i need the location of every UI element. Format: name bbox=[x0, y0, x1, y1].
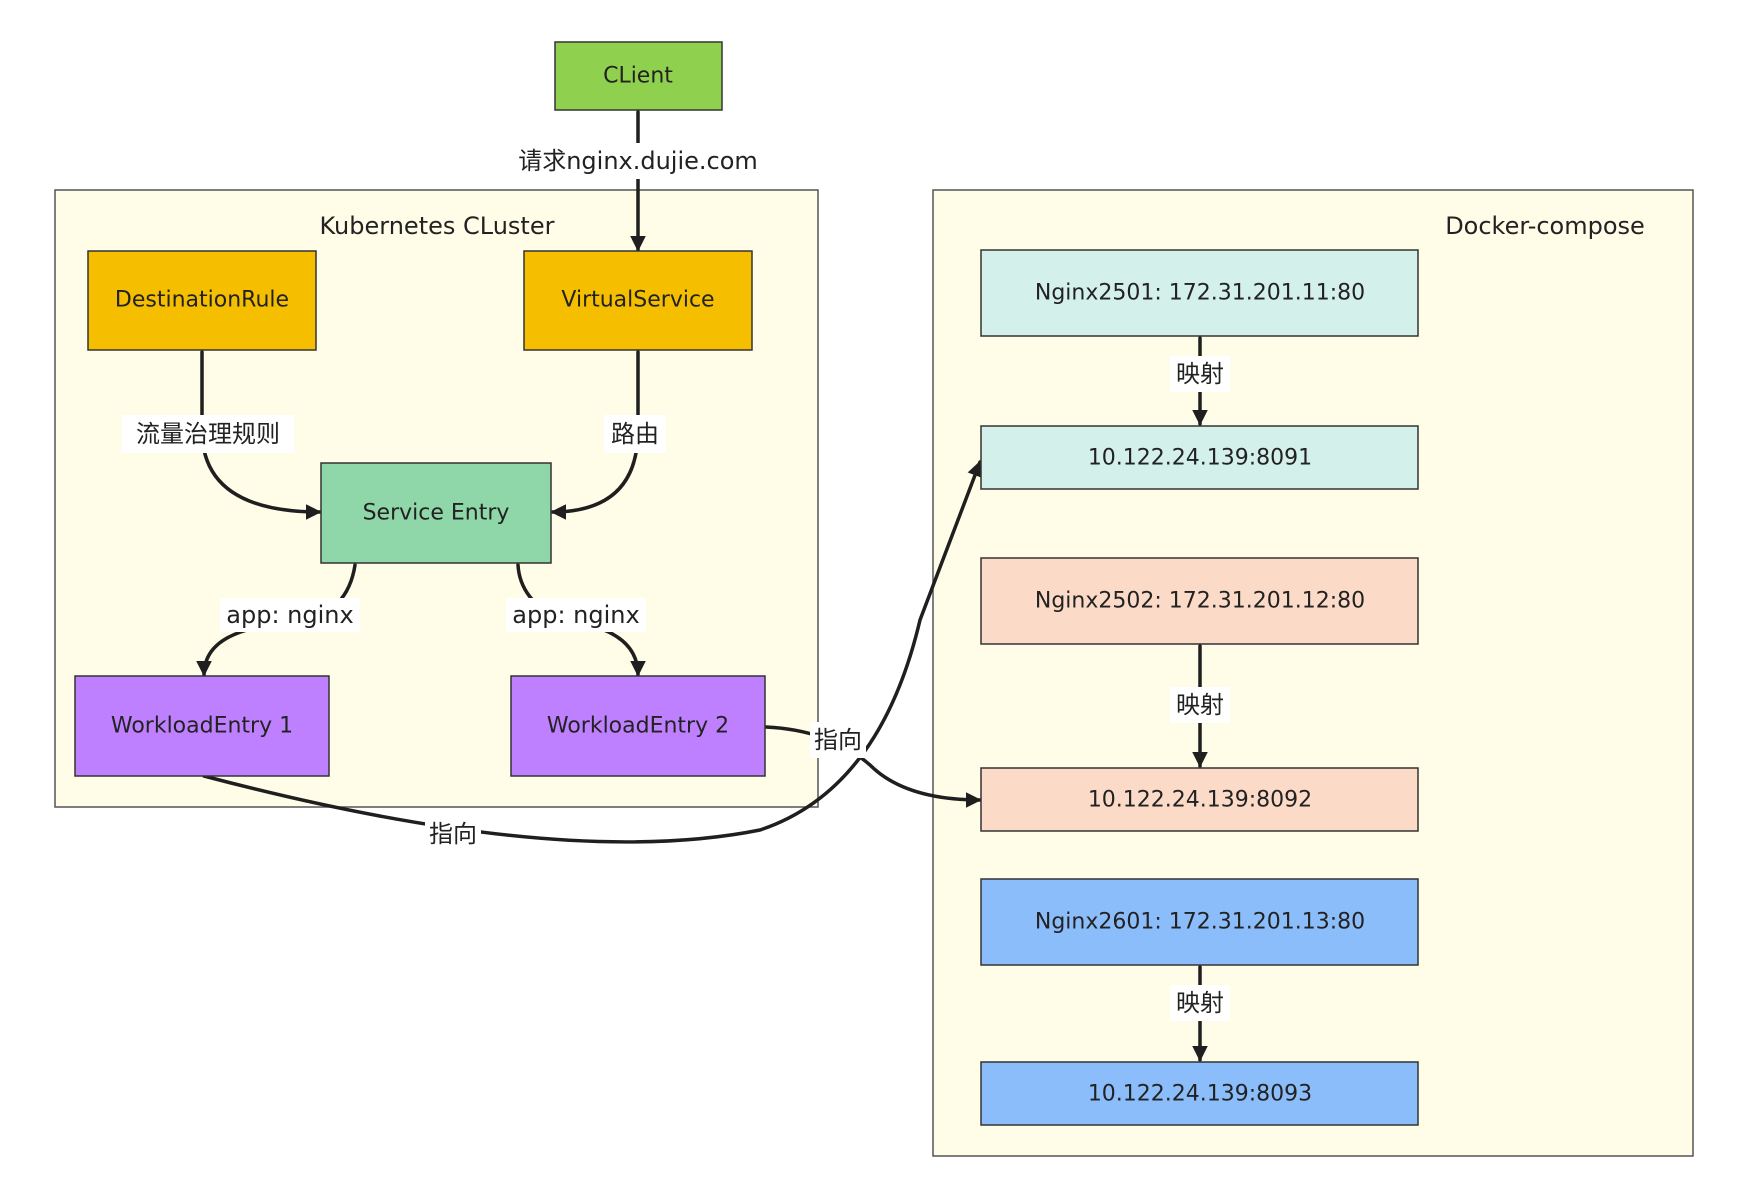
edge-label-bg bbox=[1170, 985, 1230, 1021]
edge-label-points-to-1: 指向 bbox=[425, 816, 481, 852]
destinationrule-label: DestinationRule bbox=[115, 288, 289, 313]
edge-label-bg bbox=[506, 598, 646, 632]
workloadentry-2-node: WorkloadEntry 2 bbox=[510, 675, 766, 777]
edge-label-points-to-2: 指向 bbox=[810, 722, 866, 758]
serviceentry-node: Service Entry bbox=[320, 462, 552, 564]
nginx2502-label: Nginx2502: 172.31.201.12:80 bbox=[1035, 589, 1365, 614]
edge-label-text: 请求nginx.dujie.com bbox=[518, 147, 758, 175]
host-8092-label: 10.122.24.139:8092 bbox=[1088, 788, 1312, 813]
nodes: CLient DestinationRule VirtualService Se… bbox=[74, 41, 1419, 1126]
nginx2601-label: Nginx2601: 172.31.201.13:80 bbox=[1035, 910, 1365, 935]
host-8092-node: 10.122.24.139:8092 bbox=[980, 767, 1419, 832]
edge-workload1-to-host8091 bbox=[202, 460, 983, 844]
edge-label-mapping-2601: 映射 bbox=[1170, 985, 1230, 1021]
edge-label-text: 指向 bbox=[814, 726, 862, 754]
workloadentry-1-label: WorkloadEntry 1 bbox=[111, 714, 293, 739]
kubernetes-cluster-title: Kubernetes CLuster bbox=[320, 212, 555, 240]
edge-label-bg bbox=[604, 415, 666, 453]
edge-label-text: app: nginx bbox=[512, 601, 639, 629]
edge-label-mapping-2502: 映射 bbox=[1170, 687, 1230, 723]
virtualservice-label: VirtualService bbox=[561, 288, 714, 313]
docker-compose-cluster-box bbox=[932, 189, 1694, 1157]
edge-label-bg bbox=[220, 598, 360, 632]
host-8091-node: 10.122.24.139:8091 bbox=[980, 425, 1419, 490]
edge-workload2-to-host8092 bbox=[764, 725, 982, 808]
workloadentry-1-node: WorkloadEntry 1 bbox=[74, 675, 330, 777]
host-8093-label: 10.122.24.139:8093 bbox=[1088, 1082, 1312, 1107]
client-node: CLient bbox=[554, 41, 723, 111]
workloadentry-2-label: WorkloadEntry 2 bbox=[547, 714, 729, 739]
workloadentry-2-box bbox=[510, 675, 766, 777]
edge-label-client-request: 请求nginx.dujie.com bbox=[506, 143, 770, 179]
nginx2501-node: Nginx2501: 172.31.201.11:80 bbox=[980, 249, 1419, 337]
workloadentry-1-box bbox=[74, 675, 330, 777]
host-8093-node: 10.122.24.139:8093 bbox=[980, 1061, 1419, 1126]
edge-label-routing: 路由 bbox=[604, 415, 666, 453]
edge-label-traffic-rules: 流量治理规则 bbox=[122, 415, 294, 453]
virtualservice-box bbox=[523, 250, 753, 351]
nginx2601-node: Nginx2601: 172.31.201.13:80 bbox=[980, 878, 1419, 966]
host-8092-box bbox=[980, 767, 1419, 832]
client-label: CLient bbox=[603, 64, 673, 89]
host-8091-box bbox=[980, 425, 1419, 490]
serviceentry-label: Service Entry bbox=[363, 501, 510, 526]
edge-label-app-nginx-2: app: nginx bbox=[506, 598, 646, 632]
edge-label-bg bbox=[1170, 687, 1230, 723]
nginx2502-box bbox=[980, 557, 1419, 645]
edge-label-text: 映射 bbox=[1176, 691, 1224, 719]
virtualservice-node: VirtualService bbox=[523, 250, 753, 351]
edge-label-bg bbox=[506, 143, 770, 179]
edge-label-text: 指向 bbox=[429, 820, 477, 848]
edge-label-text: 映射 bbox=[1176, 989, 1224, 1017]
client-box bbox=[554, 41, 723, 111]
edge-label-bg bbox=[810, 722, 866, 758]
serviceentry-box bbox=[320, 462, 552, 564]
host-8091-label: 10.122.24.139:8091 bbox=[1088, 446, 1312, 471]
edge-label-text: app: nginx bbox=[226, 601, 353, 629]
nginx2601-box bbox=[980, 878, 1419, 966]
destinationrule-box bbox=[87, 250, 317, 351]
host-8093-box bbox=[980, 1061, 1419, 1126]
nginx2502-node: Nginx2502: 172.31.201.12:80 bbox=[980, 557, 1419, 645]
destinationrule-node: DestinationRule bbox=[87, 250, 317, 351]
docker-compose-cluster: Docker-compose bbox=[932, 189, 1694, 1157]
edge-label-bg bbox=[425, 816, 481, 852]
edge-label-mapping-2501: 映射 bbox=[1170, 356, 1230, 392]
nginx2501-label: Nginx2501: 172.31.201.11:80 bbox=[1035, 281, 1365, 306]
edge-label-text: 映射 bbox=[1176, 360, 1224, 388]
edge-label-text: 路由 bbox=[611, 420, 659, 448]
docker-compose-cluster-title: Docker-compose bbox=[1445, 212, 1645, 240]
edge-labels: 请求nginx.dujie.com 流量治理规则 路由 app: nginx a… bbox=[122, 143, 1230, 1021]
edge-label-bg bbox=[1170, 356, 1230, 392]
edge-label-app-nginx-1: app: nginx bbox=[220, 598, 360, 632]
nginx2501-box bbox=[980, 249, 1419, 337]
edge-label-text: 流量治理规则 bbox=[136, 420, 280, 448]
edge-label-bg bbox=[122, 415, 294, 453]
